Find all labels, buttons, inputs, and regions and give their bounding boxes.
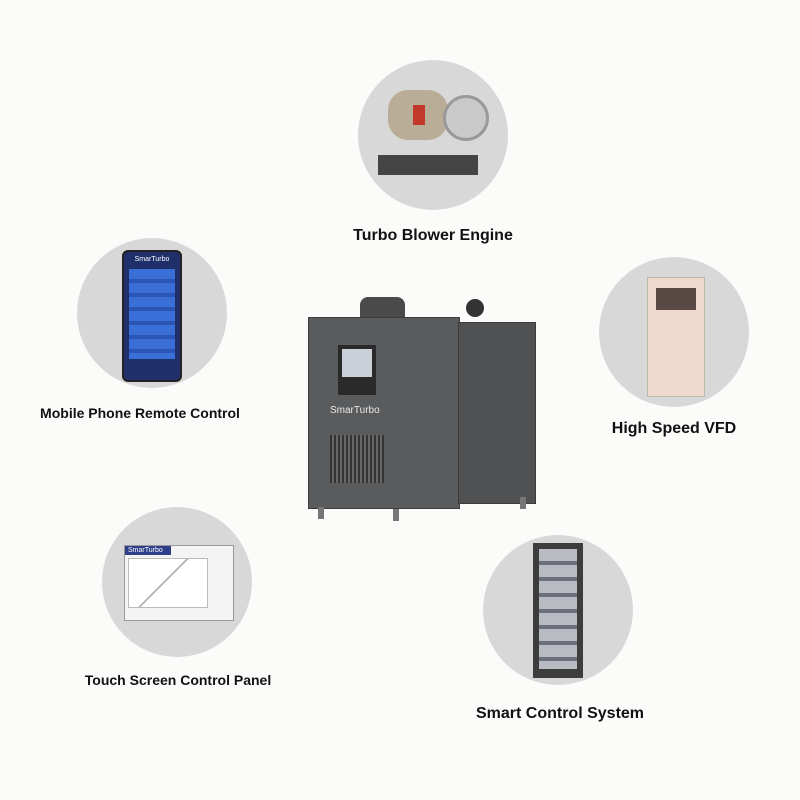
control-cabinet-image [483, 535, 633, 685]
mobile-phone-image: SmarTurbo [77, 238, 227, 388]
touch-screen-image: SmarTurbo [102, 507, 252, 657]
vfd-image [599, 257, 749, 407]
feature-label-vfd: High Speed VFD [611, 420, 737, 437]
feature-label-smart-control: Smart Control System [475, 705, 645, 722]
feature-label-touch-screen: Touch Screen Control Panel [84, 672, 272, 688]
smarturbo-machine: SmarTurbo [308, 297, 536, 522]
feature-label-mobile-phone: Mobile Phone Remote Control [40, 405, 240, 421]
machine-brand: SmarTurbo [330, 405, 380, 416]
phone-app-title: SmarTurbo [134, 256, 170, 263]
turbo-blower-image [358, 60, 508, 210]
feature-label-turbo-blower: Turbo Blower Engine [353, 227, 513, 244]
panel-brand: SmarTurbo [125, 546, 171, 555]
